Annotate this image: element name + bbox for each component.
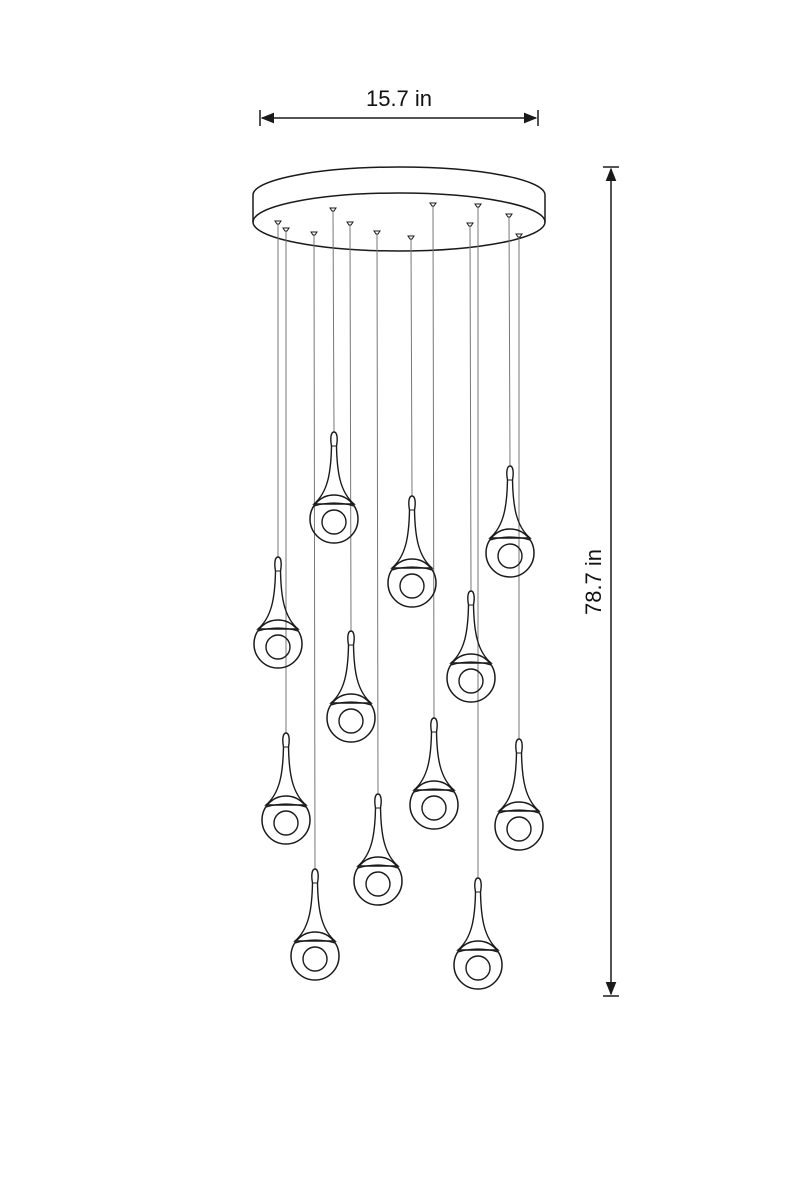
pendant-stem (356, 793, 400, 867)
wire-mount-point (310, 231, 318, 236)
width-label: 15.7 in (366, 86, 432, 111)
pendant-bulb (421, 795, 447, 821)
suspension-wire (410, 238, 413, 497)
pendant-bulb (399, 573, 425, 599)
suspension-wire (376, 233, 379, 795)
pendant-stem (256, 556, 300, 630)
suspension-wire (349, 224, 352, 632)
pendant-light (494, 738, 544, 851)
pendant-stem (264, 732, 308, 806)
suspension-wire (432, 205, 435, 719)
pendant-stem (390, 495, 434, 569)
pendant-globe (261, 795, 311, 845)
pendant-globe (409, 780, 459, 830)
wire-mount-point (515, 233, 523, 238)
pendant-globe (453, 940, 503, 990)
pendant-bulb (338, 708, 364, 734)
suspension-wires (277, 205, 520, 878)
pendant-bulb (497, 543, 523, 569)
wire-mount-point (329, 207, 337, 212)
wire-mount-point (274, 220, 282, 225)
pendant-bulb (302, 946, 328, 972)
pendant-lights (253, 431, 544, 990)
pendant-stem (329, 630, 373, 704)
pendant-light (290, 868, 340, 981)
pendant-light (261, 732, 311, 845)
pendant-stem (412, 717, 456, 791)
pendant-globe (326, 693, 376, 743)
pendant-globe (485, 528, 535, 578)
wire-mount-point (466, 222, 474, 227)
suspension-wire (313, 234, 316, 870)
pendant-light (446, 590, 496, 703)
width-dimension: 15.7 in (259, 86, 539, 126)
pendant-light (326, 630, 376, 743)
pendant-globe (290, 931, 340, 981)
pendant-bulb (265, 634, 291, 660)
height-dimension: 78.7 in (581, 166, 619, 997)
pendant-bulb (465, 955, 491, 981)
pendant-light (253, 556, 303, 669)
pendant-light (453, 877, 503, 990)
wire-mount-point (505, 213, 513, 218)
pendant-stem (449, 590, 493, 664)
pendant-light (409, 717, 459, 830)
suspension-wire (332, 210, 335, 433)
pendant-bulb (365, 871, 391, 897)
pendant-light (485, 465, 535, 578)
pendant-globe (253, 619, 303, 669)
pendant-stem (488, 465, 532, 539)
pendant-globe (387, 558, 437, 608)
pendant-globe (494, 801, 544, 851)
wire-mount-point (474, 203, 482, 208)
pendant-bulb (273, 810, 299, 836)
pendant-globe (309, 494, 359, 544)
height-label: 78.7 in (581, 549, 606, 615)
pendant-globe (353, 856, 403, 906)
wire-mount-point (282, 227, 290, 232)
wire-mount-point (373, 230, 381, 235)
suspension-wire (469, 225, 472, 592)
wire-mount-point (407, 235, 415, 240)
pendant-stem (497, 738, 541, 812)
pendant-bulb (506, 816, 532, 842)
pendant-bulb (458, 668, 484, 694)
pendant-bulb (321, 509, 347, 535)
wire-mount-point (346, 221, 354, 226)
pendant-light (353, 793, 403, 906)
wire-mount-point (429, 202, 437, 207)
pendant-stem (456, 877, 500, 951)
pendant-stem (312, 431, 356, 505)
pendant-globe (446, 653, 496, 703)
pendant-light (309, 431, 359, 544)
ceiling-canopy (252, 166, 546, 252)
wire-mount-points (274, 202, 523, 240)
suspension-wire (508, 216, 511, 467)
pendant-light (387, 495, 437, 608)
pendant-stem (293, 868, 337, 942)
